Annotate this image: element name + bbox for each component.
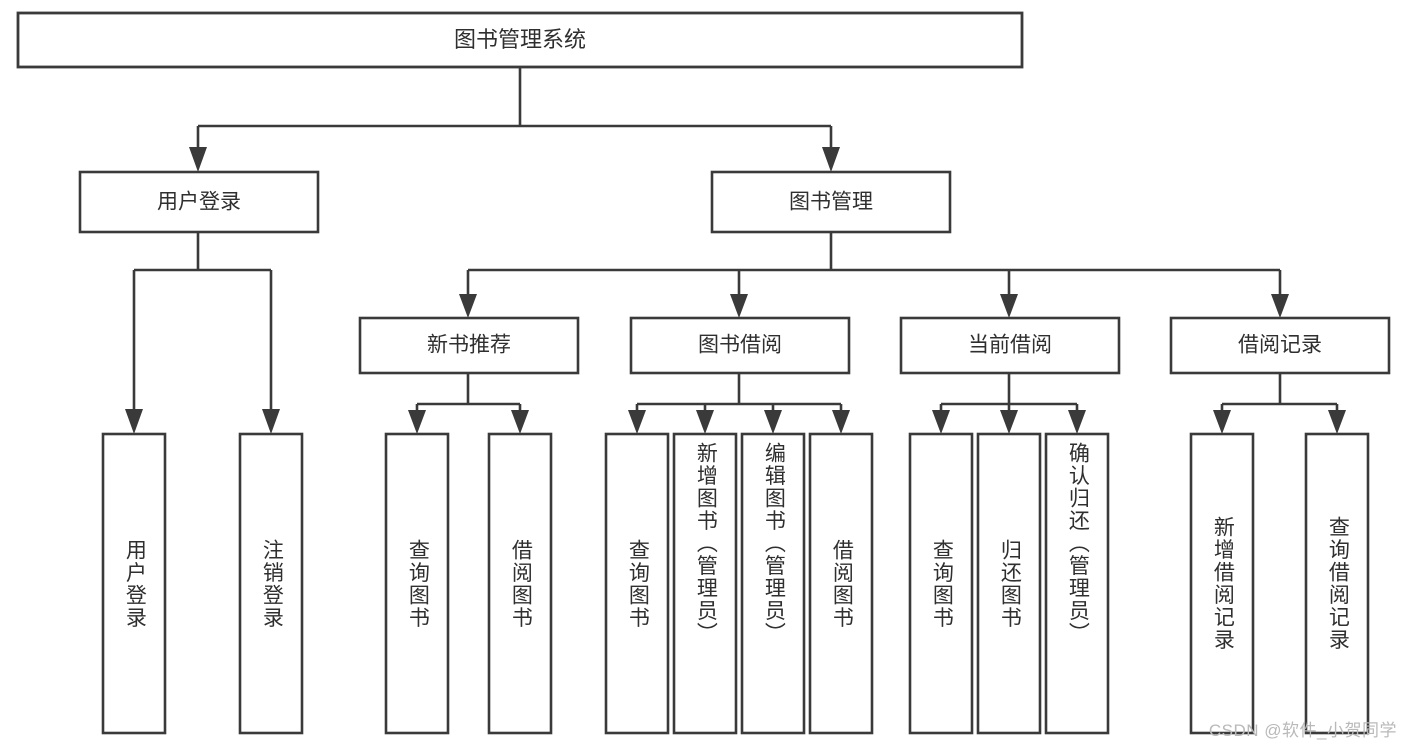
csdn-watermark: CSDN @软件_小贺同学 [1208, 721, 1397, 740]
arrow-book-borrow [730, 294, 748, 318]
arrow-user-login [189, 147, 207, 172]
node-book-borrow[interactable] [629, 316, 851, 375]
node-new-book-recommend-label: 新书推荐 [427, 334, 511, 357]
leaf-newbook-1[interactable] [384, 432, 450, 735]
arrow-borrow-record [1271, 294, 1289, 318]
arrow-leaf-bookborrow-4 [832, 410, 850, 434]
arrow-leaf-newbook-1 [408, 410, 426, 434]
leaf-currentborrow-3[interactable] [1044, 432, 1110, 735]
arrow-leaf-borrowrecord-2 [1328, 410, 1346, 434]
node-root-label: 图书管理系统 [454, 27, 586, 52]
arrow-leaf-user-login-2 [262, 409, 280, 434]
node-user-login-label: 用户登录 [157, 191, 241, 214]
leaf-bookborrow-3[interactable] [740, 432, 806, 735]
arrow-current-borrow [1000, 294, 1018, 318]
edge-layer [125, 67, 1346, 434]
arrow-leaf-newbook-2 [511, 410, 529, 434]
label-layer: 图书管理系统 用户登录 图书管理 新书推荐 图书借阅 当前借阅 借阅记录 [157, 27, 1322, 357]
leaf-user-login-2[interactable] [238, 432, 304, 735]
node-book-manage[interactable] [710, 170, 952, 234]
node-borrow-record-label: 借阅记录 [1238, 334, 1322, 357]
leaf-bookborrow-1[interactable] [604, 432, 670, 735]
node-root[interactable] [16, 11, 1024, 69]
leaf-newbook-2[interactable] [487, 432, 553, 735]
node-current-borrow[interactable] [899, 316, 1121, 375]
arrow-leaf-borrowrecord-1 [1213, 410, 1231, 434]
leaf-bookborrow-2[interactable] [672, 432, 738, 735]
arrow-leaf-currentborrow-2 [1000, 410, 1018, 434]
box-layer [16, 11, 1391, 735]
leaf-borrowrecord-1[interactable] [1189, 432, 1255, 735]
arrow-leaf-user-login-1 [125, 409, 143, 434]
leaf-bookborrow-4[interactable] [808, 432, 874, 735]
node-new-book-recommend[interactable] [358, 316, 580, 375]
leaf-currentborrow-2[interactable] [976, 432, 1042, 735]
arrow-leaf-bookborrow-1 [628, 410, 646, 434]
leaf-user-login-1[interactable] [101, 432, 167, 735]
leaf-currentborrow-1[interactable] [908, 432, 974, 735]
arrow-leaf-currentborrow-1 [932, 410, 950, 434]
node-borrow-record[interactable] [1169, 316, 1391, 375]
arrow-leaf-bookborrow-3 [764, 410, 782, 434]
node-book-borrow-label: 图书借阅 [698, 334, 782, 357]
node-book-manage-label: 图书管理 [789, 191, 873, 214]
arrow-new-book [459, 294, 477, 318]
leaf-borrowrecord-2[interactable] [1304, 432, 1370, 735]
arrow-leaf-bookborrow-2 [696, 410, 714, 434]
arrow-book-manage [822, 147, 840, 172]
node-current-borrow-label: 当前借阅 [968, 334, 1052, 357]
arrow-leaf-currentborrow-3 [1068, 410, 1086, 434]
node-user-login[interactable] [78, 170, 320, 234]
